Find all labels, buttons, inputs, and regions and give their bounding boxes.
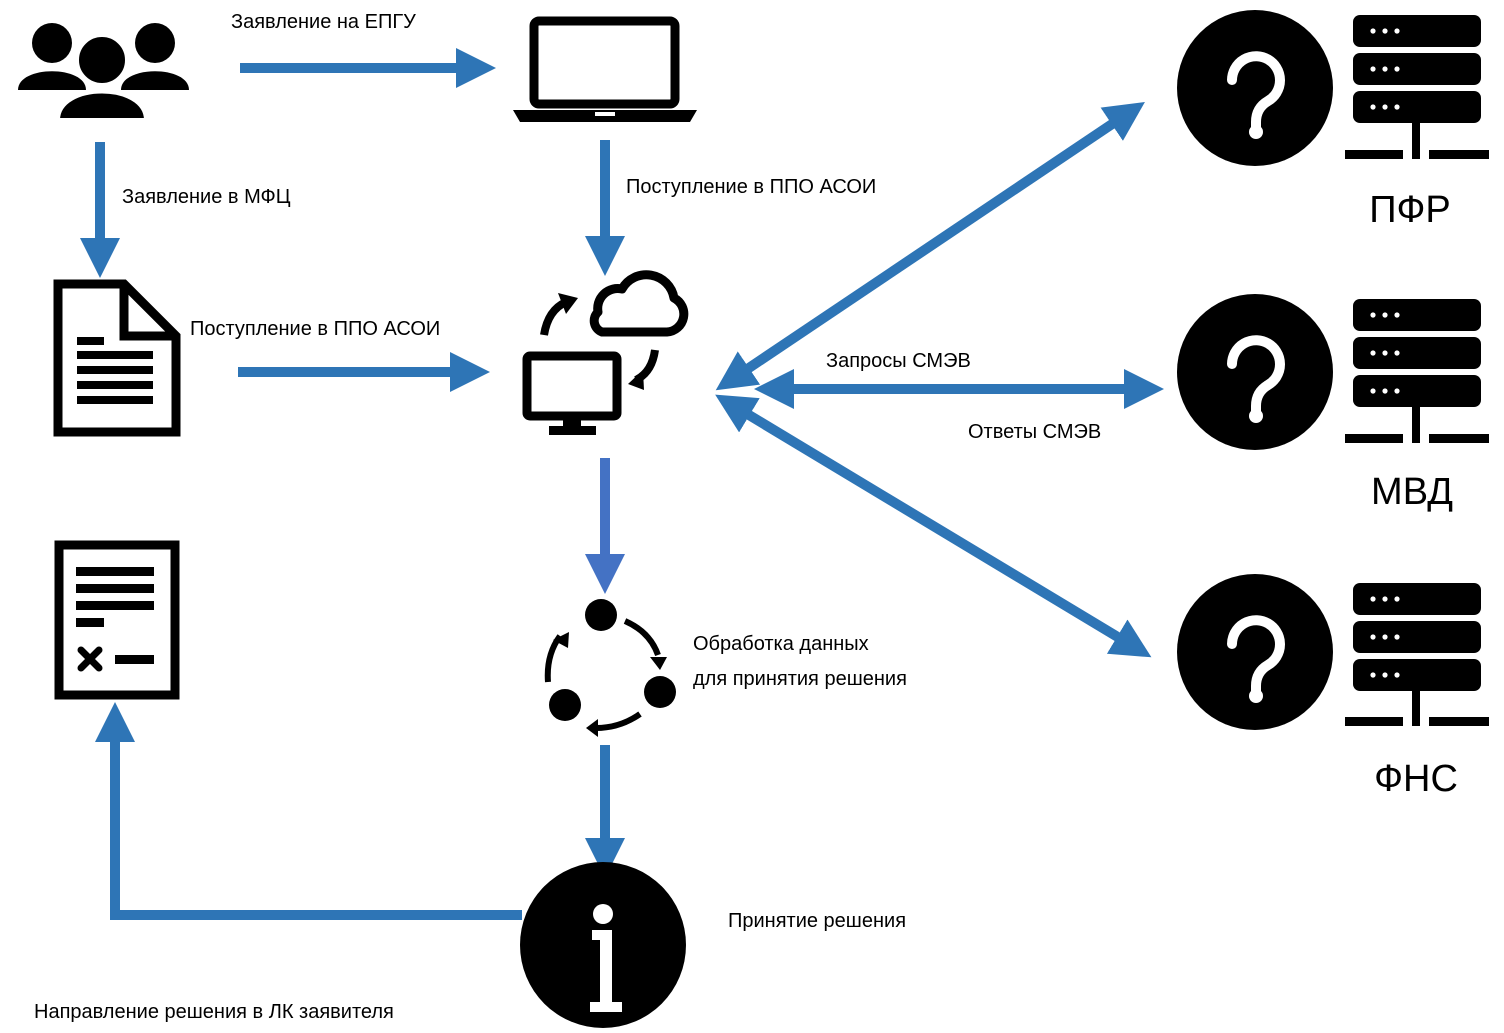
server-icon bbox=[1345, 15, 1489, 159]
label-decision: Принятие решения bbox=[728, 910, 906, 932]
label-mfc: Заявление в МФЦ bbox=[122, 186, 291, 208]
question-icon bbox=[1177, 10, 1333, 166]
agency-label-fns: ФНС bbox=[1374, 758, 1458, 800]
arrow-server-pfr bbox=[715, 101, 1145, 391]
label-send-to-lk: Направление решения в ЛК заявителя bbox=[34, 1001, 394, 1023]
laptop-icon bbox=[513, 16, 697, 122]
label-ppo-from-mfc: Поступление в ППО АСОИ bbox=[190, 318, 440, 340]
decision-document-icon bbox=[54, 540, 180, 700]
arrow-server-fns bbox=[715, 394, 1152, 658]
question-icon bbox=[1177, 294, 1333, 450]
label-smev-requests: Запросы СМЭВ bbox=[826, 350, 971, 372]
cycle-process-icon bbox=[544, 599, 676, 737]
agency-label-pfr: ПФР bbox=[1369, 189, 1451, 231]
arrow-info-to-decision-doc bbox=[95, 702, 522, 920]
label-ppo-from-epgu: Поступление в ППО АСОИ bbox=[626, 176, 876, 198]
cloud-computer-sync-icon bbox=[522, 270, 689, 435]
label-smev-answers: Ответы СМЭВ bbox=[968, 421, 1101, 443]
label-epgu: Заявление на ЕПГУ bbox=[231, 11, 416, 33]
document-icon bbox=[53, 279, 181, 437]
server-icon bbox=[1345, 299, 1489, 443]
server-icon bbox=[1345, 583, 1489, 726]
label-processing-line1: Обработка данных bbox=[693, 633, 869, 655]
label-processing-line2: для принятия решения bbox=[693, 668, 907, 690]
agency-mvd: МВД bbox=[1177, 294, 1489, 513]
agency-fns: ФНС bbox=[1177, 574, 1489, 800]
users-icon bbox=[18, 23, 189, 122]
info-icon bbox=[520, 862, 686, 1028]
question-icon bbox=[1177, 574, 1333, 730]
agency-pfr: ПФР bbox=[1177, 10, 1489, 231]
agency-label-mvd: МВД bbox=[1371, 471, 1453, 513]
